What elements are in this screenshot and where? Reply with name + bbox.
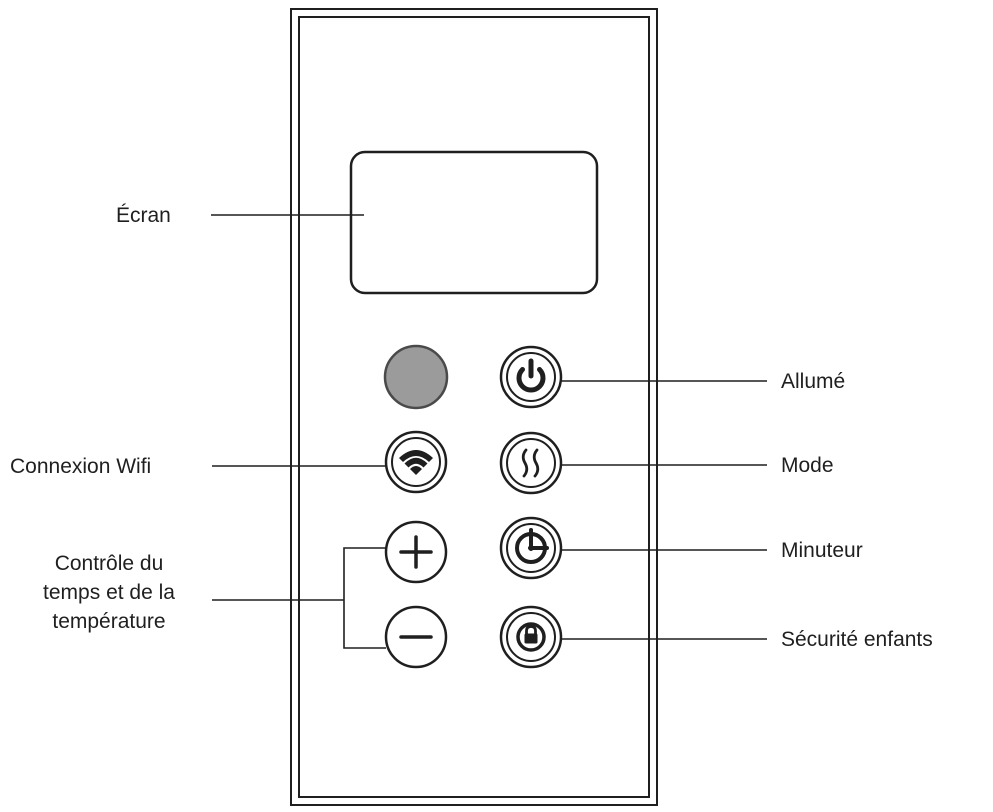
timer-button[interactable] bbox=[499, 516, 563, 580]
lock-icon bbox=[516, 622, 546, 652]
label-controle: Contrôle du temps et de la température bbox=[0, 549, 218, 636]
plus-button[interactable] bbox=[384, 520, 448, 584]
wifi-button[interactable] bbox=[384, 430, 448, 494]
leader-line-controle bbox=[212, 547, 386, 649]
label-ecran: Écran bbox=[116, 204, 171, 227]
label-mode: Mode bbox=[781, 454, 834, 477]
mode-button[interactable] bbox=[499, 431, 563, 495]
display-screen bbox=[349, 150, 599, 295]
panel-inner-frame bbox=[298, 16, 650, 798]
plus-icon bbox=[399, 535, 433, 569]
indicator-light bbox=[383, 344, 449, 410]
wifi-icon bbox=[399, 450, 433, 475]
power-button[interactable] bbox=[499, 345, 563, 409]
label-allume: Allumé bbox=[781, 370, 846, 393]
label-controle-line-2: temps et de la bbox=[43, 581, 175, 604]
panel-outer-frame bbox=[290, 8, 658, 806]
child-lock-button[interactable] bbox=[499, 605, 563, 669]
label-securite: Sécurité enfants bbox=[781, 628, 933, 651]
heat-waves-icon bbox=[521, 448, 540, 478]
label-controle-line-1: Contrôle du bbox=[54, 552, 164, 575]
timer-icon bbox=[515, 528, 549, 564]
label-controle-line-3: température bbox=[52, 610, 166, 633]
label-wifi: Connexion Wifi bbox=[10, 455, 152, 478]
power-icon bbox=[516, 358, 546, 393]
minus-button[interactable] bbox=[384, 605, 448, 669]
label-minuteur: Minuteur bbox=[781, 539, 863, 562]
